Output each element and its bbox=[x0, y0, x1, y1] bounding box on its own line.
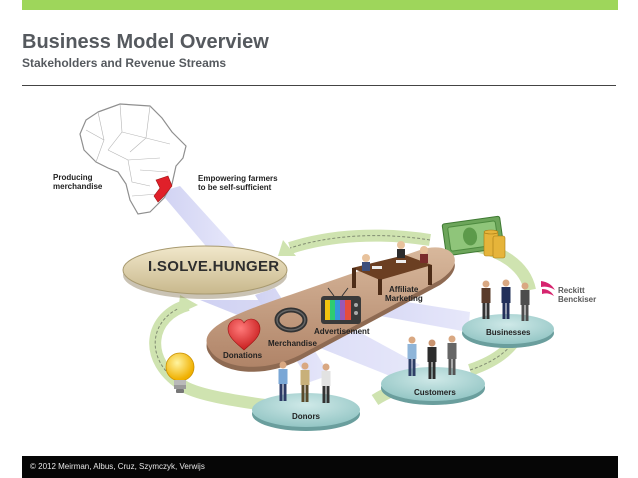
center-label: I.SOLVE.HUNGER bbox=[148, 258, 280, 275]
copyright-text: © 2012 Meirman, Albus, Cruz, Szymczyk, V… bbox=[30, 462, 205, 471]
tv-icon bbox=[321, 287, 361, 324]
heart-icon bbox=[227, 318, 261, 351]
reckitt-text: Reckitt bbox=[558, 286, 585, 295]
merchandise-label: Merchandise bbox=[268, 339, 317, 348]
producing-label-line2: merchandise bbox=[53, 182, 103, 191]
customers-label: Customers bbox=[414, 388, 456, 397]
people-icon bbox=[278, 279, 530, 403]
affiliate-meeting-icon bbox=[352, 241, 432, 295]
page-title: Business Model Overview bbox=[22, 31, 269, 53]
lightbulb-icon bbox=[165, 352, 195, 393]
advertisement-label: Advertisement bbox=[314, 327, 370, 336]
donors-disc bbox=[252, 393, 360, 431]
top-accent-bar bbox=[22, 0, 618, 10]
center-hub bbox=[122, 245, 288, 299]
donors-label: Donors bbox=[292, 412, 320, 421]
benckiser-text: Benckiser bbox=[558, 295, 597, 304]
reckitt-swoosh-icon bbox=[541, 281, 555, 296]
donations-label: Donations bbox=[223, 351, 263, 360]
empowering-label-line1: Empowering farmers bbox=[198, 174, 278, 183]
customers-disc bbox=[381, 367, 485, 405]
businesses-disc bbox=[462, 314, 554, 348]
money-icon bbox=[441, 215, 506, 259]
reckitt-benckiser-logo: Reckitt Benckiser bbox=[538, 278, 600, 308]
affiliate-label-line1: Affiliate bbox=[389, 285, 419, 294]
africa-map-icon bbox=[79, 103, 187, 215]
footer-bar: © 2012 Meirman, Albus, Cruz, Szymczyk, V… bbox=[22, 456, 618, 478]
title-divider bbox=[22, 85, 616, 86]
producing-label-line1: Producing bbox=[53, 173, 93, 182]
affiliate-label-line2: Marketing bbox=[385, 294, 423, 303]
page-subtitle: Stakeholders and Revenue Streams bbox=[22, 56, 227, 70]
wristband-icon bbox=[274, 307, 308, 333]
empowering-label-line2: to be self-sufficient bbox=[198, 183, 272, 192]
business-model-diagram bbox=[79, 103, 554, 431]
businesses-label: Businesses bbox=[486, 328, 531, 337]
